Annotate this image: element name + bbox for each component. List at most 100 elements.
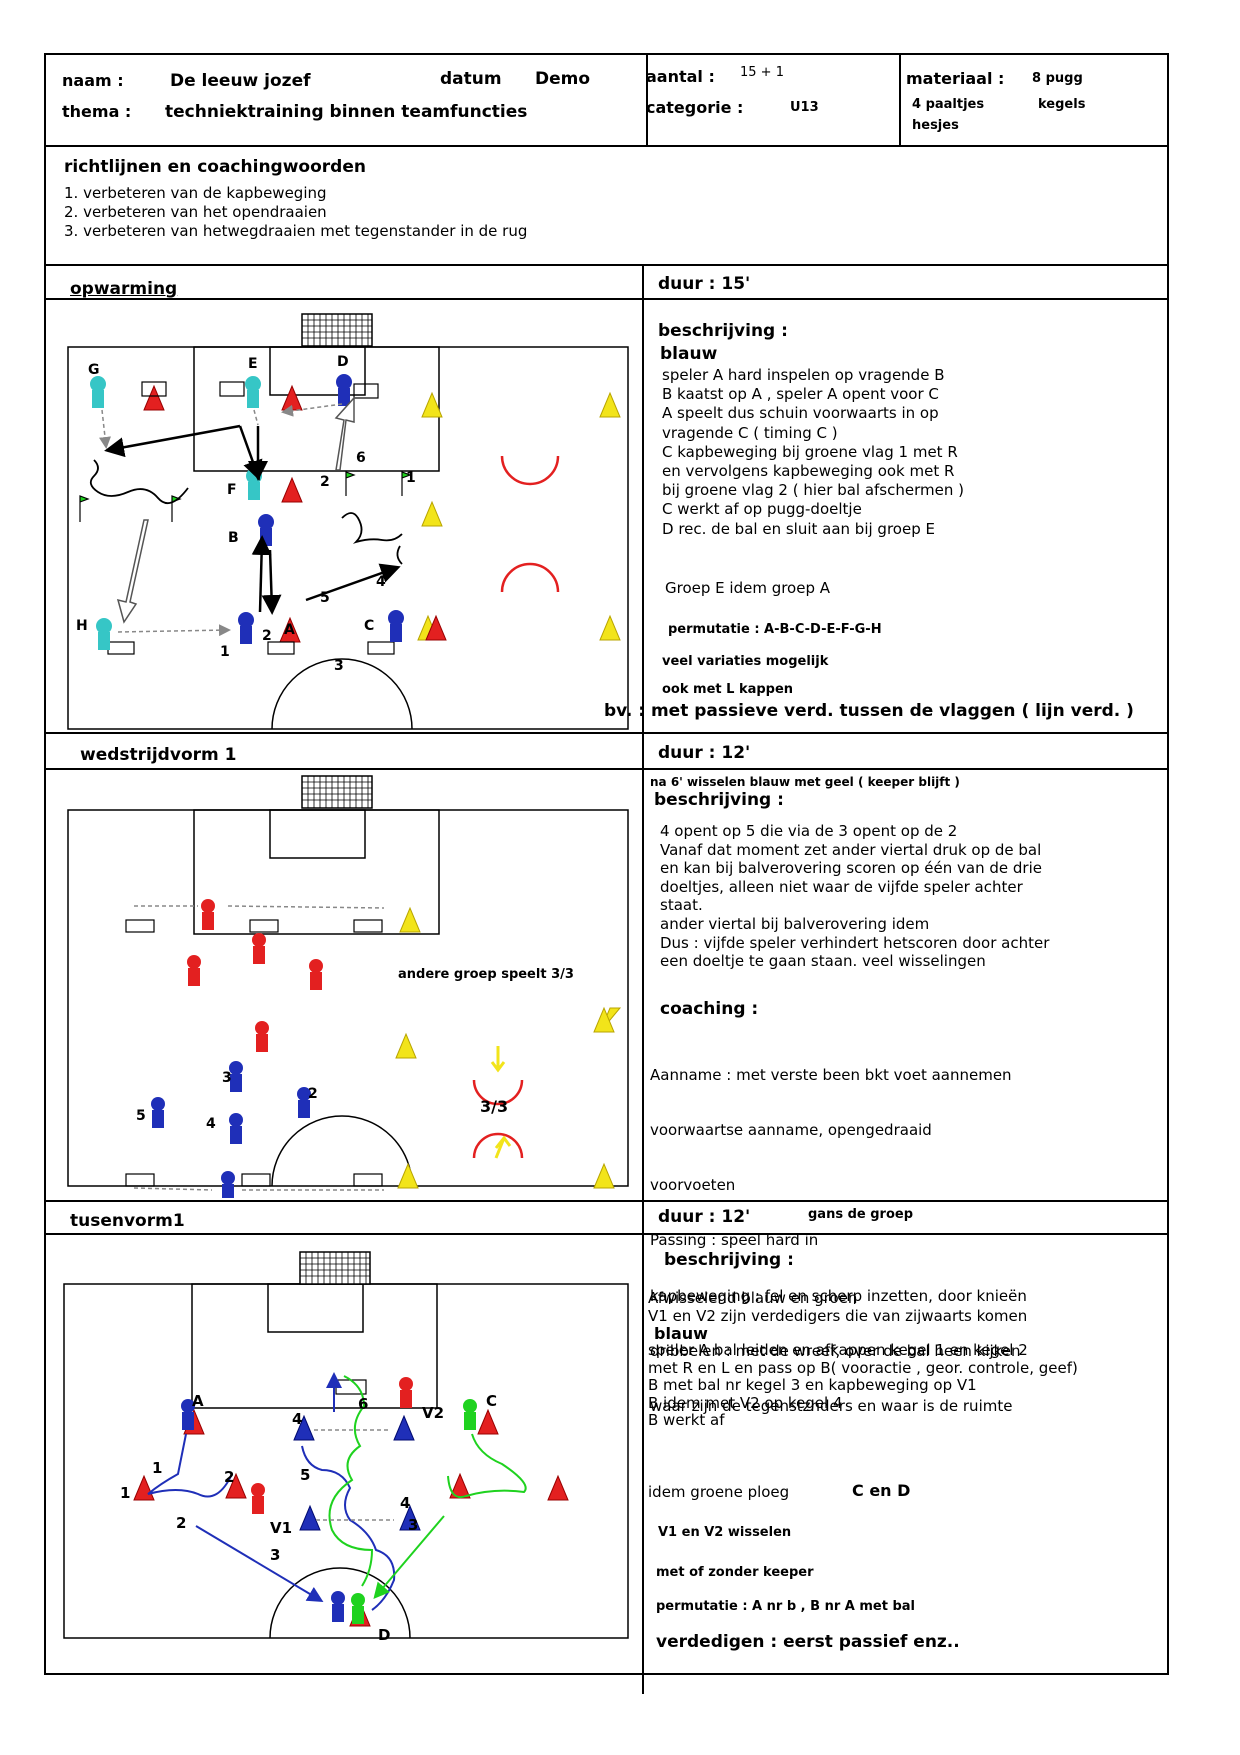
divider xyxy=(44,298,1169,300)
diagram-label: 1 xyxy=(220,644,230,660)
diagram-label: A xyxy=(284,622,295,638)
description-line: staat. xyxy=(660,896,703,915)
description-line: Afwisselend blauw en groen xyxy=(648,1289,858,1307)
description-line: V1 en V2 wisselen xyxy=(658,1525,792,1540)
dribble-lines xyxy=(89,459,403,565)
dashed-runs xyxy=(99,403,343,637)
description-line: B kaatst op A , speler A opent voor C xyxy=(662,385,939,404)
coaching-line: Passing : speel hard in xyxy=(650,1231,819,1250)
divider xyxy=(44,145,1169,147)
categorie-value: U13 xyxy=(790,100,819,115)
diagram-label: 6 xyxy=(356,450,366,466)
description-line: Vanaf dat moment zet ander viertal druk … xyxy=(660,840,1042,859)
aantal-label: aantal : xyxy=(646,67,715,86)
description-line: en vervolgens kapbeweging ook met R xyxy=(662,462,955,481)
red-arc xyxy=(500,455,560,593)
blue-dribble-line xyxy=(147,1372,396,1611)
divider xyxy=(642,264,644,1694)
players xyxy=(90,374,404,650)
goal-net xyxy=(301,775,373,809)
materiaal-label: materiaal : xyxy=(906,69,1005,88)
players xyxy=(151,899,323,1198)
diagram-label: 3 xyxy=(334,658,344,674)
naam-value: De leeuw jozef xyxy=(170,71,311,91)
andere-groep-label: andere groep speelt 3/3 xyxy=(398,967,574,982)
score-label: 3/3 xyxy=(480,1097,509,1116)
description-line: V1 en V2 zijn verdedigers die van zijwaa… xyxy=(648,1306,1028,1325)
materiaal-value: 4 paaltjes xyxy=(912,97,985,112)
coaching-line: kapbeweging : fel en scherp inzetten, do… xyxy=(650,1286,1027,1305)
dashed-runs xyxy=(133,905,385,1191)
pitch xyxy=(67,809,629,1187)
cone-icon xyxy=(395,906,622,1189)
description-line: Dus : vijfde speler verhindert hetscoren… xyxy=(660,933,1050,952)
cone-icon xyxy=(143,384,447,643)
pitch xyxy=(63,1283,629,1639)
section-title: tusenvorm1 xyxy=(70,1211,185,1231)
description-line: A speelt dus schuin voorwaarts in op xyxy=(662,404,939,423)
description-line: een doeltje te gaan staan. veel wisselin… xyxy=(660,952,986,971)
description-line: doeltjes, alleen niet waar de vijfde spe… xyxy=(660,877,1023,896)
diagram-label: 2 xyxy=(224,1468,234,1486)
description-line: Groep E idem groep A xyxy=(665,579,831,597)
diagram-label: H xyxy=(76,618,88,634)
mini-goal-icon xyxy=(125,919,383,1187)
permutatie: permutatie : A nr b , B nr A met bal xyxy=(656,1599,915,1614)
dashed-runs xyxy=(314,1429,394,1521)
guidelines-list: 1. verbeteren van de kapbeweging 2. verb… xyxy=(64,184,527,241)
thema-value: techniektraining binnen teamfuncties xyxy=(165,102,528,122)
description-lines: speler A hard inspelen op vragende B B k… xyxy=(662,366,964,539)
materiaal-value: hesjes xyxy=(912,118,959,133)
team-subtitle: blauw xyxy=(654,1324,708,1343)
page-frame xyxy=(44,53,1169,1675)
diagram-label: 3 xyxy=(408,1516,418,1534)
guideline-item: 1. verbeteren van de kapbeweging xyxy=(64,184,327,202)
description-line: C en D xyxy=(852,1481,911,1500)
diagram-label: 2 xyxy=(262,628,272,644)
diagram-label: 2 xyxy=(176,1514,186,1532)
diagram-label: 2 xyxy=(320,474,330,490)
description-lines: speler A bal leiden en afkappen kegel 1 … xyxy=(648,1341,1078,1430)
description-line: en kan bij balverovering scoren op één v… xyxy=(660,859,1042,878)
description-line: met R en L en pass op B( vooractie , geo… xyxy=(648,1358,1078,1377)
diagram-label: V2 xyxy=(422,1404,444,1422)
diagram-label: 5 xyxy=(300,1466,310,1484)
divider xyxy=(44,1200,1169,1202)
description-line: veel variaties mogelijk xyxy=(662,654,829,669)
description-line: speler A bal leiden en afkappen kegel 1 … xyxy=(648,1341,1028,1359)
guideline-item: 3. verbeteren van hetwegdraaien met tege… xyxy=(64,222,528,240)
materiaal-value: 8 pugg xyxy=(1032,71,1083,86)
diagram-label: D xyxy=(378,1626,390,1644)
goal-net xyxy=(301,313,373,347)
guideline-item: 2. verbeteren van het opendraaien xyxy=(64,203,327,221)
cone-icon xyxy=(417,391,621,641)
section-note: na 6' wisselen blauw met geel ( keeper b… xyxy=(650,775,960,789)
diagram-label: 4 xyxy=(206,1116,216,1132)
diagram-label: 3 xyxy=(270,1546,280,1564)
diagram-label: B xyxy=(228,530,239,546)
team-subtitle: blauw xyxy=(660,344,718,364)
description-line: D rec. de bal en sluit aan bij groep E xyxy=(662,519,935,538)
coaching-lines: Aanname : met verste been bkt voet aanne… xyxy=(650,1029,1027,1434)
coaching-line: waar zijn de tegenstznders en waar is de… xyxy=(650,1397,1013,1416)
beschrijving-label: beschrijving : xyxy=(654,790,784,810)
description-line: bij groene vlag 2 ( hier bal afschermen … xyxy=(662,481,964,500)
guidelines-title: richtlijnen en coachingwoorden xyxy=(64,157,366,177)
diagram-label: A xyxy=(192,1392,204,1410)
description-line: B idem met V2 op kegel 4 xyxy=(648,1393,843,1412)
description-lines: Afwisselend blauw en groen V1 en V2 zijn… xyxy=(648,1289,1028,1325)
description-line: speler A hard inspelen op vragende B xyxy=(662,366,945,384)
divider xyxy=(44,732,1169,734)
description-lines: 4 opent op 5 die via de 3 opent op de 2 … xyxy=(660,822,1049,971)
cone-icon xyxy=(133,1408,569,1627)
description-line: met of zonder keeper xyxy=(656,1565,814,1580)
description-line: C werkt af op pugg-doeltje xyxy=(662,500,862,519)
description-line: 4 opent op 5 die via de 3 opent op de 2 xyxy=(660,822,958,840)
description-line: B werkt af xyxy=(648,1411,725,1429)
section-note: gans de groep xyxy=(808,1207,914,1222)
diagram-label: E xyxy=(248,356,258,372)
